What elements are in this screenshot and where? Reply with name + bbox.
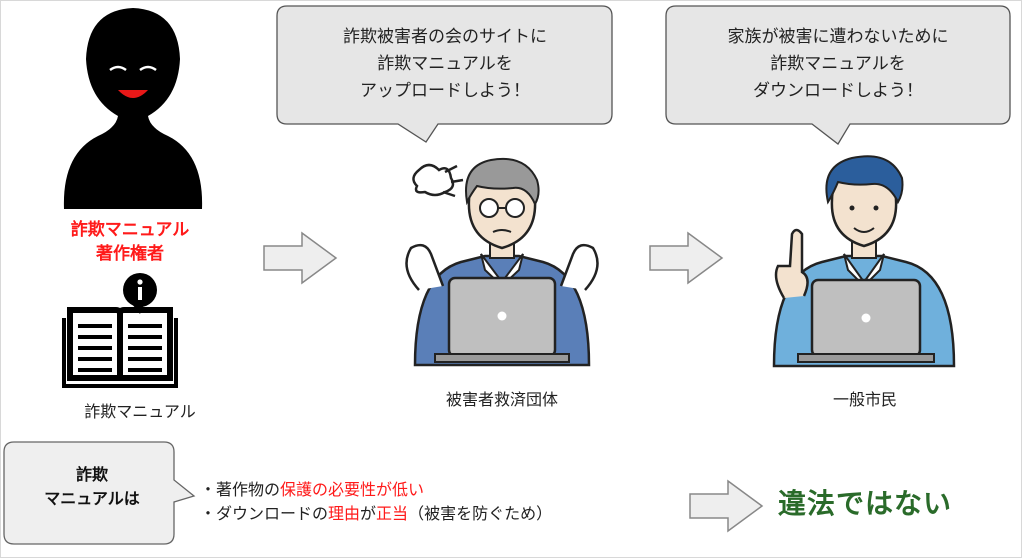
citizen-label: 一般市民: [832, 390, 897, 409]
group-speech-text: 詐欺被害者の会のサイトに 詐欺マニュアルを アップロードしよう！: [343, 27, 547, 101]
note-bubble: [3, 441, 196, 545]
arrow-right-icon: [263, 231, 338, 285]
manual-label: 詐欺マニュアル: [84, 402, 196, 421]
citizen-speech-text: 家族が被害に遭わないために 詐欺マニュアルを ダウンロードしよう！: [727, 27, 949, 101]
citizen-speech-bubble: [665, 5, 1011, 145]
copyright-holder-label: 詐欺マニュアル 著作権者: [70, 220, 190, 264]
arrow-right-icon: [649, 231, 724, 285]
note-text: 詐欺 マニュアルは: [44, 465, 140, 508]
reasons-list: ・著作物の保護の必要性が低い ・ダウンロードの理由が正当（被害を防ぐため）: [200, 478, 552, 526]
copyright-holder-figure: [63, 8, 203, 209]
group-speech-bubble: [276, 5, 613, 143]
victim-group-label: 被害者救済団体: [445, 390, 558, 409]
reason-1: ・著作物の保護の必要性が低い: [200, 480, 425, 499]
frustration-icon: [412, 163, 464, 198]
arrow-right-icon: [689, 479, 764, 533]
verdict-text: 違法ではない: [778, 487, 953, 520]
citizen-figure: [772, 155, 956, 368]
manual-book-icon: [62, 273, 178, 388]
victim-group-figure: [405, 158, 599, 367]
reason-2: ・ダウンロードの理由が正当（被害を防ぐため）: [200, 504, 553, 523]
